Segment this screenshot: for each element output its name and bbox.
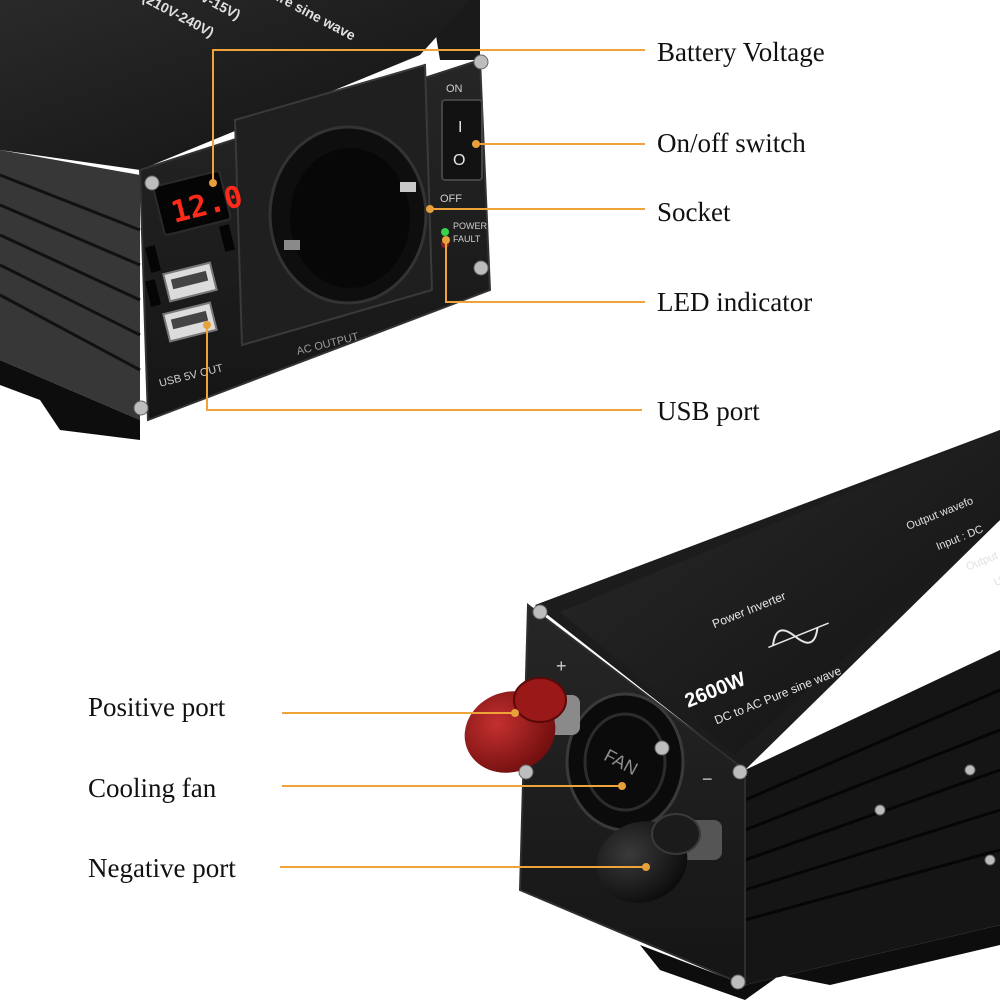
cooling-fan-grille bbox=[583, 712, 667, 812]
callout-label-positive-port: Positive port bbox=[88, 692, 226, 722]
callout-line-usb bbox=[206, 325, 642, 411]
socket-ground-clip-2 bbox=[284, 240, 300, 250]
socket-ground-clip bbox=[400, 182, 416, 192]
top-vent-slots bbox=[145, 224, 235, 307]
socket-inner bbox=[290, 148, 410, 288]
callout-line-battery bbox=[212, 49, 645, 183]
callout-dot-positive bbox=[511, 709, 519, 717]
top-mounting-foot bbox=[0, 360, 140, 440]
callout-line-led bbox=[445, 240, 645, 303]
callout-label-cooling-fan: Cooling fan bbox=[88, 773, 217, 803]
callout-label-socket: Socket bbox=[657, 197, 731, 227]
callout-lines bbox=[206, 49, 646, 868]
positive-sign: + bbox=[556, 656, 567, 676]
led-power-label: POWER bbox=[453, 221, 488, 231]
bottom-cooling-fins bbox=[744, 688, 1000, 922]
led-fault-label: FAULT bbox=[453, 234, 481, 244]
callout-dot-negative bbox=[642, 863, 650, 871]
top-inverter-shell bbox=[0, 0, 470, 170]
voltage-display-frame bbox=[152, 170, 232, 236]
callout-dot-led bbox=[442, 236, 450, 244]
callout-label-led-indicator: LED indicator bbox=[657, 287, 813, 317]
callout-label-usb-port: USB port bbox=[657, 396, 760, 426]
callout-label-negative-port: Negative port bbox=[88, 853, 236, 883]
rocker-switch bbox=[441, 99, 483, 181]
callout-label-battery-voltage: Battery Voltage bbox=[657, 37, 825, 67]
bottom-screws bbox=[518, 604, 996, 990]
callout-dots bbox=[203, 140, 650, 871]
top-inverter: 12.0 USB 5V OUT AC OUTPUT ON OFF I O bbox=[0, 0, 492, 440]
switch-off-mark: O bbox=[453, 152, 465, 169]
usb-ports bbox=[162, 261, 218, 343]
callout-dot-usb bbox=[203, 321, 211, 329]
led-power bbox=[441, 228, 449, 236]
negative-terminal-top bbox=[651, 813, 701, 855]
top-screws bbox=[133, 54, 489, 416]
callout-dot-fan bbox=[618, 782, 626, 790]
callout-dot-socket bbox=[426, 205, 434, 213]
switch-on-label: ON bbox=[446, 83, 463, 95]
bottom-inverter: FAN + − Power Inverter 2600W DC to AC Pu… bbox=[464, 430, 1000, 1000]
callout-dot-battery bbox=[209, 179, 217, 187]
switch-on-mark: I bbox=[458, 119, 462, 136]
switch-off-label: OFF bbox=[440, 193, 462, 205]
bottom-top-face-main bbox=[560, 430, 1000, 755]
bottom-mounting-foot bbox=[640, 925, 1000, 1000]
callout-label-onoff-switch: On/off switch bbox=[657, 128, 806, 158]
top-side-wall bbox=[0, 150, 140, 420]
spec-line-3: Output bbox=[964, 550, 999, 573]
negative-sign: − bbox=[702, 769, 713, 789]
callout-dot-onoff bbox=[472, 140, 480, 148]
spec-line-4: US bbox=[992, 572, 1000, 589]
positive-terminal-top bbox=[513, 677, 567, 723]
